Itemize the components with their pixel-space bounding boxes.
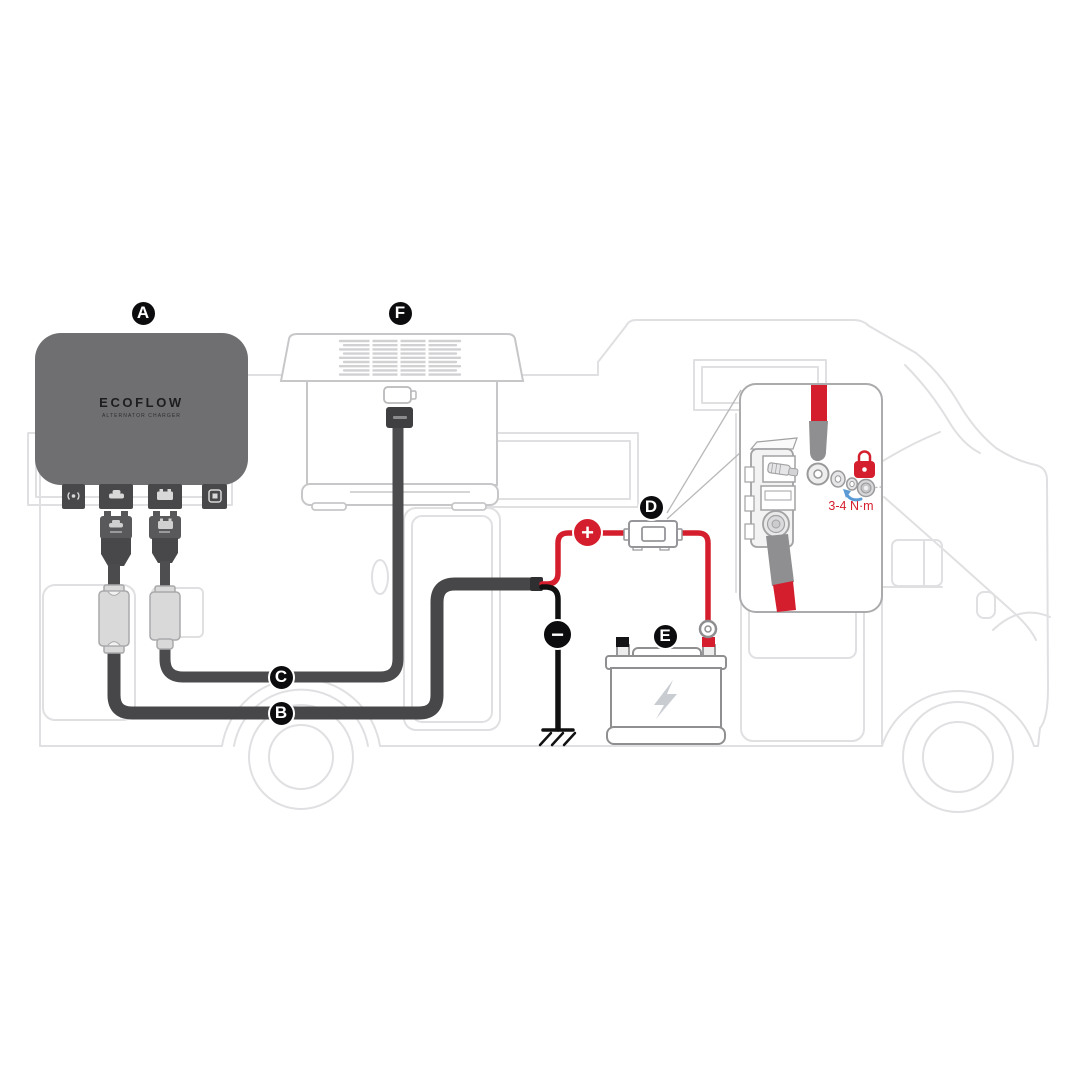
- marker-power-station: F: [386, 299, 414, 327]
- plug2-taper: [152, 553, 178, 563]
- marker-charger: A: [129, 299, 157, 327]
- inset-heatshrink-bottom: [766, 534, 794, 586]
- plug1-cable: [108, 564, 120, 590]
- front-wheel-arch: [881, 690, 1035, 747]
- rv-door-handle: [976, 591, 996, 619]
- marker-fuse-holder: D: [637, 493, 665, 521]
- plug1-taper: [101, 554, 131, 566]
- plug2-body: [152, 538, 178, 553]
- fuse-holder: [623, 520, 683, 551]
- ferrite-filter-1: [98, 584, 130, 654]
- charger-sublabel: ALTERNATOR CHARGER: [102, 413, 181, 419]
- rv-cab-roofline: [877, 431, 941, 465]
- front-fender-line: [992, 611, 1051, 631]
- rear-wheel-tire: [248, 704, 354, 810]
- minus-icon: −: [542, 619, 573, 650]
- lightning-bolt-icon: [654, 680, 677, 719]
- rv-alcove: [597, 319, 917, 376]
- charger-body: [35, 333, 248, 485]
- ecoflow-logo: ECOFLOW: [99, 395, 184, 410]
- rv-cab-front: [915, 352, 1049, 747]
- rv-cab-window: [891, 539, 943, 587]
- rv-cab-window-lines: [881, 539, 943, 588]
- rv-windshield-inner: [904, 364, 981, 454]
- inset-heatshrink-top: [809, 421, 828, 461]
- cable-b-battery: [107, 577, 543, 720]
- station-foot-left: [311, 502, 347, 511]
- ferrite-filter-2: [149, 585, 181, 650]
- torque-label: 3-4 N·m: [828, 499, 874, 513]
- rv-compartment-left: [42, 584, 136, 721]
- battery-neg-cap: [616, 637, 629, 647]
- station-cable-connector: [386, 407, 413, 428]
- plus-icon: +: [572, 517, 603, 548]
- rear-wheel-rim: [268, 724, 334, 790]
- positive-wire: [539, 530, 711, 623]
- ring-terminal: [698, 619, 718, 639]
- charger-plugs: [98, 511, 181, 654]
- rv-fuel-cap: [371, 559, 389, 595]
- fuse-window: [641, 526, 666, 542]
- rv-cab-door-edge: [883, 496, 1037, 641]
- front-wheel-tire: [902, 701, 1014, 813]
- power-station: [279, 333, 525, 511]
- plug2-latch: [153, 511, 160, 518]
- lock-icon: [854, 450, 875, 478]
- station-foot-right: [451, 502, 487, 511]
- plug-icon-car: [109, 520, 123, 533]
- ground-icon: [538, 728, 577, 747]
- inset-red-cable-bottom: [773, 581, 796, 612]
- rv-garage-door-inner: [411, 515, 493, 723]
- station-fan-grille: [338, 338, 462, 378]
- torque-arrow-icon: [843, 489, 863, 502]
- charger-logo-block: ECOFLOW ALTERNATOR CHARGER: [73, 395, 210, 419]
- plug1-latch: [121, 511, 128, 518]
- rv-garage-door: [403, 507, 501, 731]
- plug2-latch: [170, 511, 177, 518]
- negative-wire: [539, 584, 561, 732]
- battery-port-icon: [157, 489, 173, 500]
- rv-door: [740, 593, 865, 742]
- signal-port-icon: [67, 492, 80, 500]
- car-battery: [605, 619, 727, 745]
- battery-pos-cap: [702, 637, 715, 647]
- box-port-icon: [208, 489, 222, 503]
- marker-cable-battery: B: [267, 699, 295, 727]
- torque-inset-panel: [739, 383, 883, 613]
- marker-car-battery: E: [651, 622, 679, 650]
- fuse-callout-lines: [666, 389, 742, 520]
- plug1-latch: [104, 511, 111, 518]
- rear-wheel-arch-inner: [233, 688, 369, 747]
- inset-stud-bolt: [767, 462, 799, 477]
- inset-ring-hole: [813, 469, 823, 479]
- front-wheel-rim: [922, 721, 994, 793]
- battery-socket-icon: [383, 386, 417, 404]
- inset-fuse-block: [744, 437, 799, 612]
- alternator-charger: [35, 333, 248, 509]
- car-port-icon: [109, 490, 124, 499]
- inset-washers-and-nut: [830, 470, 882, 498]
- marker-cable-station: C: [267, 663, 295, 691]
- plug1-body: [101, 538, 131, 554]
- plug2-cable: [160, 561, 170, 589]
- battery-base: [606, 726, 726, 745]
- inset-red-cable-top: [811, 385, 827, 423]
- plug-icon-battery: [158, 518, 173, 533]
- connector-label-mark: [393, 416, 407, 419]
